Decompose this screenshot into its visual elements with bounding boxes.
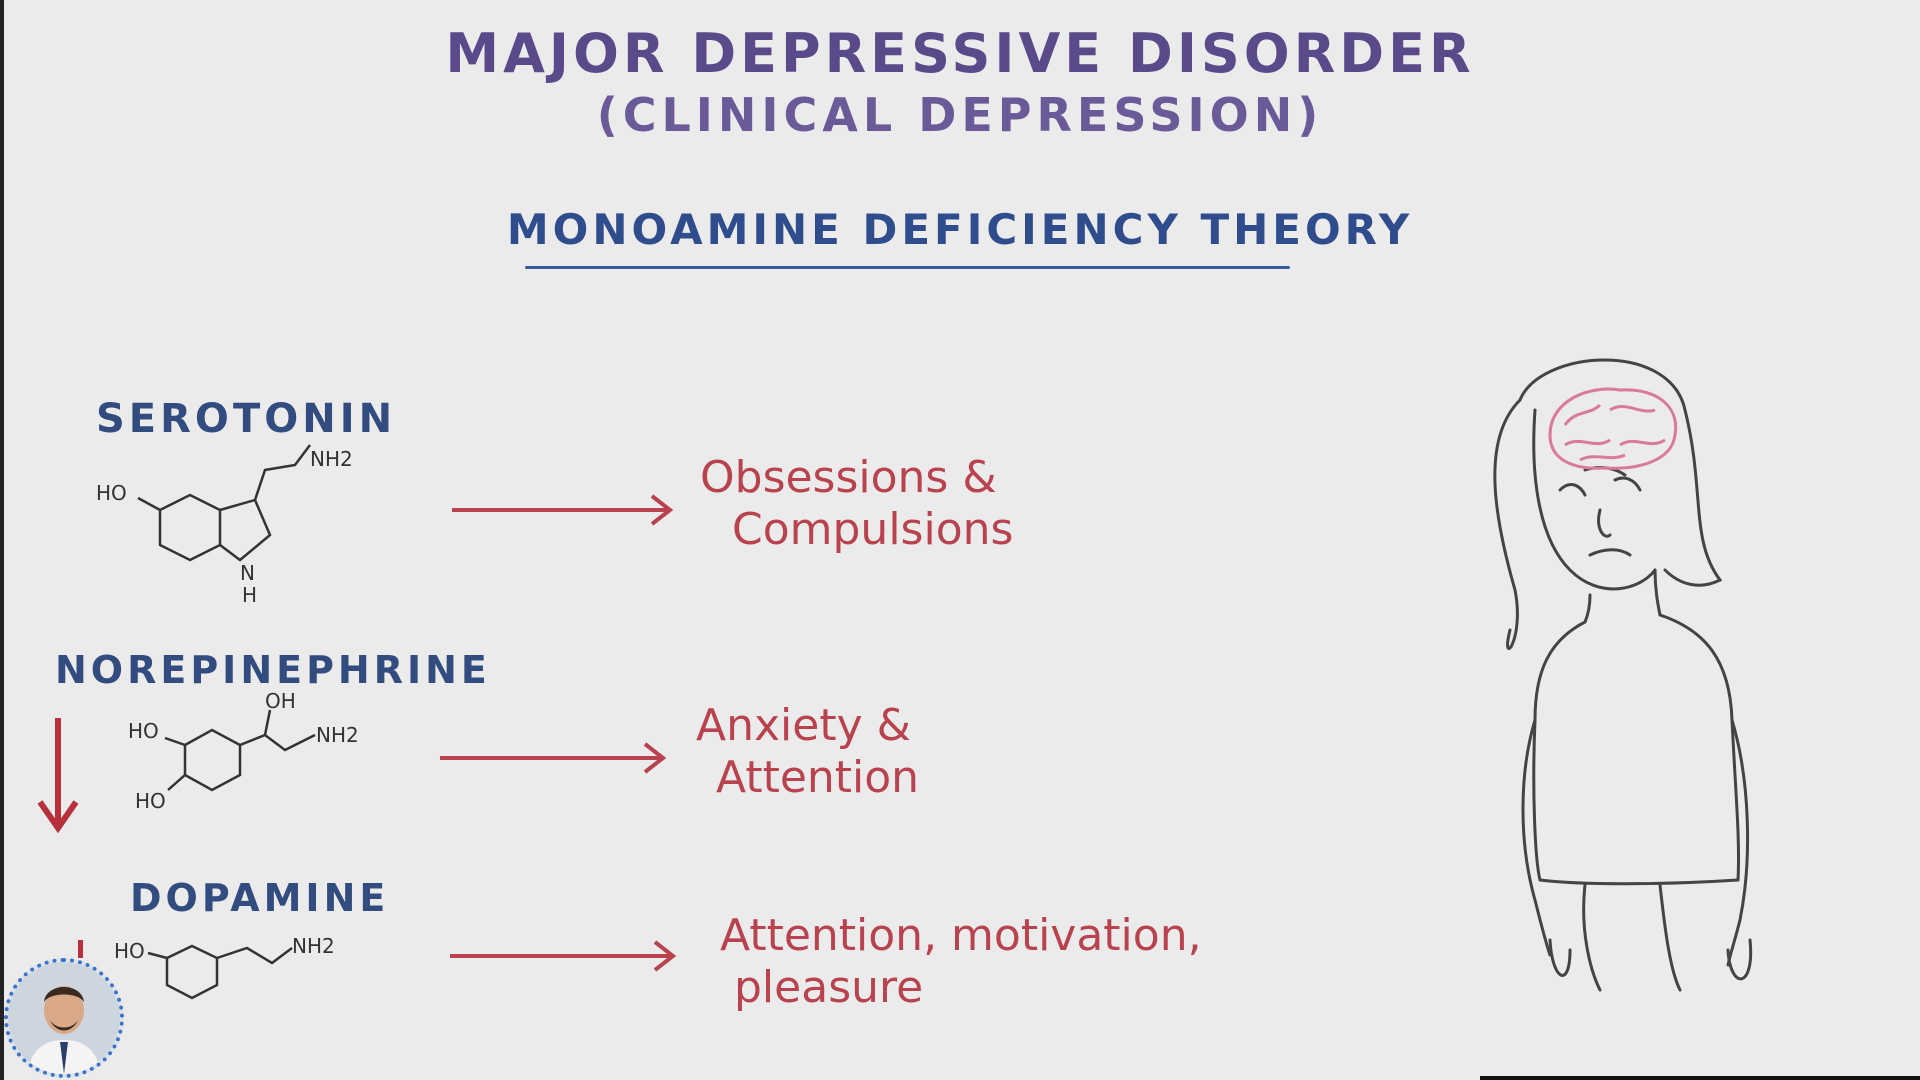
- serotonin-atom-n: N: [240, 561, 255, 585]
- norepinephrine-effect: Anxiety & Attention: [696, 700, 919, 804]
- serotonin-atom-ho: HO: [96, 481, 127, 505]
- presenter-avatar-icon: [4, 958, 124, 1078]
- dopamine-effect-line-1: Attention, motivation,: [720, 910, 1202, 961]
- theory-underline: [525, 266, 1290, 269]
- theory-heading: MONOAMINE DEFICIENCY THEORY: [506, 205, 1414, 254]
- norepinephrine-structure: OH HO NH2 HO: [120, 690, 390, 825]
- norepinephrine-effect-line-1: Anxiety &: [696, 700, 911, 751]
- page-subtitle: (CLINICAL DEPRESSION): [596, 88, 1324, 142]
- down-arrow-partial-icon: [78, 940, 83, 958]
- norepinephrine-atom-ho-2: HO: [135, 789, 166, 813]
- dopamine-effect: Attention, motivation, pleasure: [720, 910, 1202, 1014]
- down-arrow-icon: [37, 718, 79, 833]
- serotonin-effect-line-1: Obsessions &: [700, 452, 997, 503]
- serotonin-effect-line-2: Compulsions: [732, 504, 1014, 555]
- dopamine-structure: HO NH2: [112, 928, 372, 1008]
- left-border: [0, 0, 4, 1080]
- dopamine-effect-line-2: pleasure: [734, 962, 924, 1013]
- dopamine-atom-ho: HO: [114, 939, 145, 963]
- right-arrow-icon: [440, 742, 667, 774]
- norepinephrine-label: NOREPINEPHRINE: [55, 648, 491, 692]
- sad-person-illustration: [1493, 358, 1753, 992]
- serotonin-effect: Obsessions & Compulsions: [700, 452, 1013, 556]
- serotonin-structure: HO NH2 N H: [90, 440, 370, 610]
- bottom-border: [1480, 1076, 1920, 1080]
- serotonin-atom-h: H: [242, 583, 257, 607]
- serotonin-atom-nh2: NH2: [310, 447, 353, 471]
- right-arrow-icon: [450, 940, 677, 972]
- dopamine-label: DOPAMINE: [130, 876, 390, 920]
- norepinephrine-effect-line-2: Attention: [716, 752, 920, 803]
- right-arrow-icon: [452, 494, 674, 526]
- norepinephrine-atom-nh2: NH2: [316, 723, 359, 747]
- page-title: MAJOR DEPRESSIVE DISORDER: [445, 22, 1475, 85]
- serotonin-label: SEROTONIN: [96, 396, 397, 442]
- norepinephrine-atom-ho-1: HO: [128, 719, 159, 743]
- dopamine-atom-nh2: NH2: [292, 934, 335, 958]
- norepinephrine-atom-oh: OH: [265, 690, 296, 713]
- brain-icon: [1548, 387, 1678, 470]
